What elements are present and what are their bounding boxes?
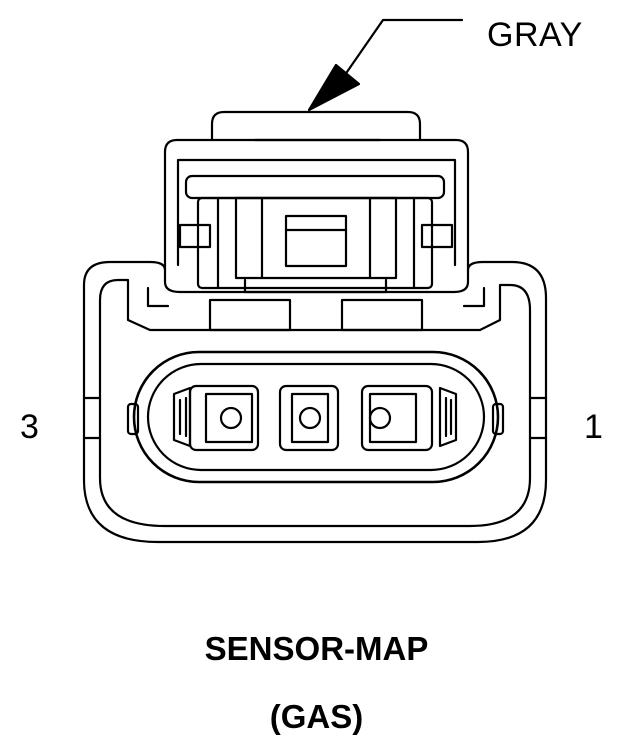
pin-number-right: 1: [584, 408, 603, 446]
connector-subtitle: (GAS): [269, 698, 364, 735]
wire-color-callout: GRAY: [487, 16, 583, 54]
pin-number-left: 3: [20, 408, 39, 446]
connector-title: SENSOR-MAP: [204, 630, 429, 667]
pin-1-terminal: [360, 384, 458, 452]
callout-arrow: [307, 18, 464, 112]
pin-3-terminal: [172, 384, 260, 452]
pin-2-terminal: [278, 384, 340, 452]
outer-housing: [82, 260, 548, 544]
upper-housing: [163, 138, 470, 294]
lock-tab: [210, 110, 422, 142]
terminal-cavity: [126, 350, 505, 484]
